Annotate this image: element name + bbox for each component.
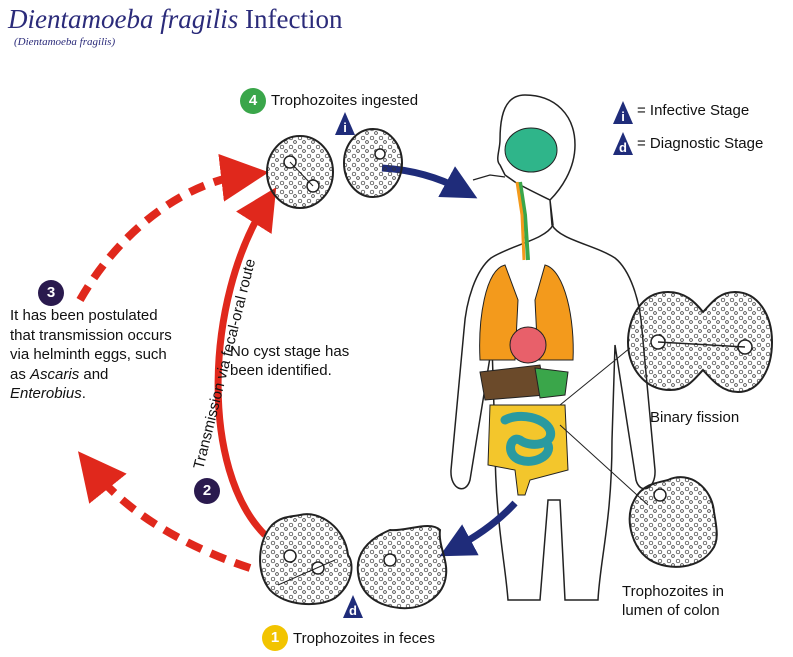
legend-infective-label: = Infective Stage (637, 102, 749, 119)
step-3-badge: 3 (38, 280, 64, 306)
legend-diagnostic-label: = Diagnostic Stage (637, 135, 763, 152)
helminth-egg-arrow-upper (80, 175, 245, 300)
step-1-badge: 1 (262, 625, 288, 651)
step-2-badge: 2 (194, 478, 220, 504)
svg-text:d: d (619, 140, 627, 155)
brain-organ (505, 128, 557, 172)
trophozoite-ingested-1 (267, 136, 333, 208)
heart-organ (510, 327, 546, 363)
step-3-note: It has been postulated that transmission… (10, 306, 180, 404)
binary-fission-label: Binary fission (650, 408, 739, 427)
legend-diagnostic-icon: d (613, 132, 633, 155)
lumen-trophozoite (630, 477, 717, 567)
trophozoite-feces-2 (358, 526, 447, 608)
trophozoite-ingested-2 (344, 129, 402, 197)
helminth-egg-arrow-lower (93, 470, 250, 568)
step-4-badge: 4 (240, 88, 266, 114)
stomach-organ (535, 368, 568, 398)
svg-text:i: i (343, 120, 347, 135)
trophozoite-feces-1 (260, 514, 351, 604)
svg-text:d: d (349, 603, 357, 618)
binary-fission-trophozoite (628, 292, 772, 392)
infective-stage-marker: i (335, 112, 355, 135)
svg-text:i: i (621, 109, 625, 124)
step-4-label: Trophozoites ingested (271, 91, 418, 110)
lumen-label: Trophozoites in lumen of colon (622, 582, 752, 620)
step-1-label: Trophozoites in feces (293, 629, 435, 648)
diagnostic-stage-marker: d (343, 595, 363, 618)
no-cyst-note: No cyst stage has been identified. (230, 342, 380, 380)
legend-infective-icon: i (613, 101, 633, 124)
